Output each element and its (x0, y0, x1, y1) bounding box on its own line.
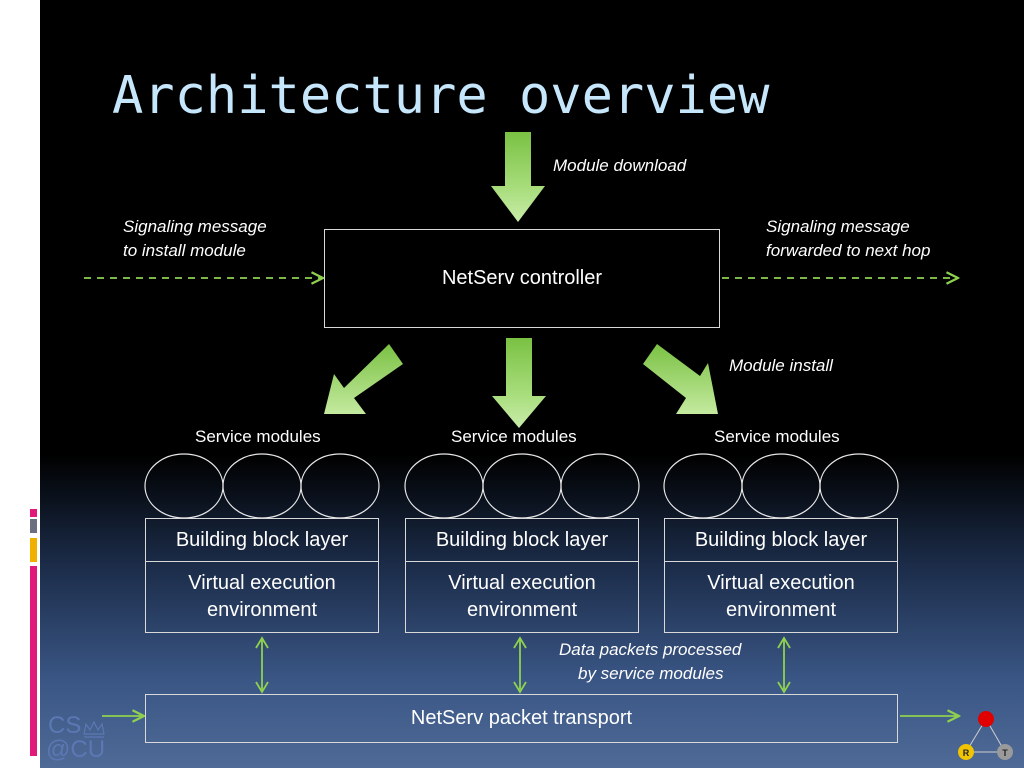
service-modules-label: Service modules (451, 427, 577, 446)
netserv-controller-label: NetServ controller (441, 267, 603, 289)
service-modules-label: Service modules (714, 427, 840, 446)
sidebar-accent-gray (30, 519, 37, 533)
netserv-controller-box: NetServ controller (324, 229, 720, 328)
sidebar-accent-gold (30, 538, 37, 562)
service-module-circle (144, 453, 224, 519)
service-module-circle (482, 453, 562, 519)
packet-transport-box: NetServ packet transport (145, 694, 898, 743)
service-module-circle (741, 453, 821, 519)
packet-transport-label: NetServ packet transport (410, 707, 633, 729)
signal-in-label-line1: Signaling message (123, 217, 267, 236)
module-download-label: Module download (553, 156, 687, 175)
diagram-graphics: R T (83, 132, 1013, 760)
module-install-arrow-right (643, 344, 718, 414)
building-block-layer-box: Building block layer (664, 518, 898, 562)
service-module-circle (404, 453, 484, 519)
building-block-layer-label: Building block layer (694, 528, 868, 551)
module-download-arrow (491, 132, 545, 222)
virtual-execution-box: Virtual execution environment (405, 561, 639, 633)
signal-out-label-line1: Signaling message (766, 217, 910, 236)
bidirectional-arrow-center (513, 636, 527, 694)
slide: Architecture overview (40, 0, 1024, 768)
crown-icon (83, 720, 105, 738)
bidirectional-arrow-right (777, 636, 791, 694)
virtual-execution-box: Virtual execution environment (664, 561, 898, 633)
virtual-execution-label-line1: Virtual execution (448, 572, 596, 594)
svg-text:T: T (1002, 748, 1008, 758)
bidirectional-arrow-left (255, 636, 269, 694)
data-packets-label-line1: Data packets processed (559, 640, 742, 659)
logo-cs-text: CS (48, 712, 82, 739)
logo-cu-text: @CU (46, 736, 106, 763)
rit-triangle-logo: R T (958, 711, 1013, 760)
data-packets-label-line2: by service modules (578, 664, 724, 683)
service-module-circle (222, 453, 302, 519)
virtual-execution-label-line2: environment (466, 599, 578, 621)
service-module-circle (663, 453, 743, 519)
virtual-execution-label-line2: environment (206, 599, 318, 621)
service-module-circle (300, 453, 380, 519)
building-block-layer-box: Building block layer (405, 518, 639, 562)
virtual-execution-label-line1: Virtual execution (188, 572, 336, 594)
module-install-arrow-center (492, 338, 546, 428)
building-block-layer-box: Building block layer (145, 518, 379, 562)
service-module-circle (819, 453, 899, 519)
sidebar-accent-magenta (30, 566, 37, 756)
sidebar-accent-magenta-small (30, 509, 37, 517)
service-modules-label: Service modules (195, 427, 321, 446)
slide-title: Architecture overview (112, 66, 770, 126)
module-install-arrow-left (324, 344, 403, 414)
building-block-layer-label: Building block layer (435, 528, 609, 551)
virtual-execution-label-line2: environment (725, 599, 837, 621)
service-module-circle (560, 453, 640, 519)
virtual-execution-box: Virtual execution environment (145, 561, 379, 633)
module-install-label: Module install (729, 356, 833, 375)
building-block-layer-label: Building block layer (175, 528, 349, 551)
svg-text:R: R (963, 748, 970, 758)
signal-out-label-line2: forwarded to next hop (766, 241, 931, 260)
signal-in-label-line2: to install module (123, 241, 246, 260)
virtual-execution-label-line1: Virtual execution (707, 572, 855, 594)
